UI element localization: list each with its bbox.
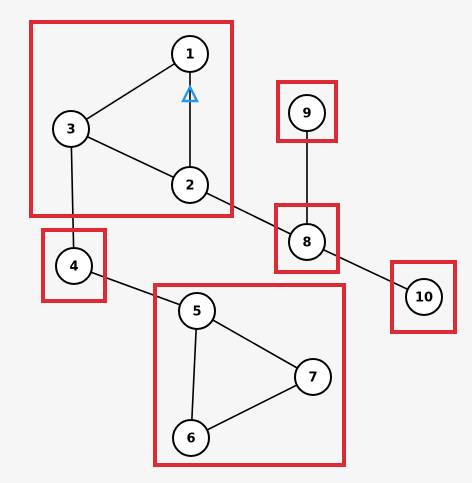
arrow-head-icon [181,84,199,103]
node-2: 2 [171,166,209,204]
edge-2-8 [189,184,308,243]
group-box-4 [41,228,107,303]
node-circle [172,419,210,457]
node-label: 1 [185,48,194,63]
node-label: 2 [185,179,194,194]
node-label: 6 [186,432,195,447]
node-10: 10 [405,278,443,316]
node-label: 8 [302,236,311,251]
edge-7-6 [190,376,314,439]
node-3: 3 [52,110,90,148]
node-1: 1 [171,35,209,73]
node-circle [52,110,90,148]
node-circle [288,94,326,132]
group-box-8 [274,203,340,274]
node-circle [178,292,216,330]
group-box-5-6-7 [153,283,346,467]
groups-layer [29,20,457,467]
group-box-10 [390,260,457,334]
edge-5-7 [196,310,314,378]
node-label: 4 [69,260,78,275]
edge-5-6 [190,310,198,439]
edge-1-3 [70,53,191,130]
node-circle [171,35,209,73]
edge-8-10 [306,241,425,298]
node-circle [55,247,93,285]
nodes-layer: 1 2 3 4 5 6 7 8 9 10 [52,35,443,457]
node-6: 6 [172,419,210,457]
markers-layer [181,84,199,103]
node-label: 3 [66,123,75,138]
node-label: 5 [192,305,201,320]
edge-4-5 [73,265,198,312]
edge-3-4 [70,128,75,267]
node-5: 5 [178,292,216,330]
node-circle [288,223,326,261]
node-8: 8 [288,223,326,261]
group-box-1-2-3 [29,20,234,218]
node-label: 7 [308,371,317,386]
node-circle [171,166,209,204]
node-circle [405,278,443,316]
edges-layer [70,53,425,439]
edge-3-2 [70,128,191,186]
group-box-9 [276,80,338,143]
node-circle [294,358,332,396]
node-label: 9 [302,107,311,122]
node-label: 10 [415,291,433,306]
node-9: 9 [288,94,326,132]
node-4: 4 [55,247,93,285]
node-7: 7 [294,358,332,396]
